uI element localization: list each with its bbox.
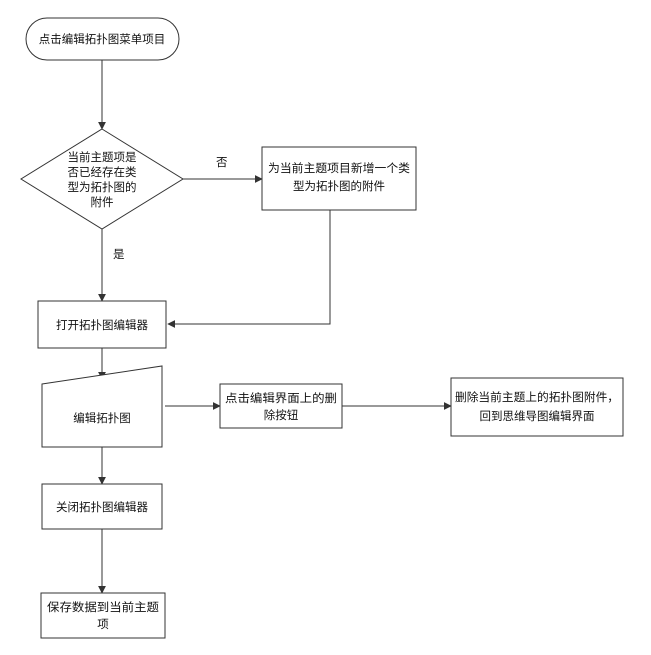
click-delete-line-2: 除按钮 xyxy=(264,408,299,422)
decision-line-1: 当前主题项是 xyxy=(68,150,137,164)
save-line-1: 保存数据到当前主题 xyxy=(47,600,160,614)
edit-node: 编辑拓扑图 xyxy=(41,365,163,448)
decision-line-4: 附件 xyxy=(91,195,114,209)
start-node-label: 点击编辑拓扑图菜单项目 xyxy=(39,32,166,46)
decision-line-2: 否已经存在类 xyxy=(68,165,137,179)
add-attachment-line-2: 型为拓扑图的附件 xyxy=(293,179,385,193)
edit-label: 编辑拓扑图 xyxy=(73,411,131,425)
decision-node: 当前主题项是 否已经存在类 型为拓扑图的 附件 xyxy=(20,128,184,230)
start-node: 点击编辑拓扑图菜单项目 xyxy=(25,17,180,61)
save-node: 保存数据到当前主题 项 xyxy=(40,592,166,639)
delete-attachment-node: 删除当前主题上的拓扑图附件， 回到思维导图编辑界面 xyxy=(450,377,624,437)
edge-label-yes: 是 xyxy=(113,247,125,261)
edge-label-no: 否 xyxy=(216,155,228,169)
add-attachment-line-1: 为当前主题项目新增一个类 xyxy=(268,161,411,175)
add-attachment-node: 为当前主题项目新增一个类 型为拓扑图的附件 xyxy=(261,146,417,211)
close-editor-label: 关闭拓扑图编辑器 xyxy=(56,500,148,514)
open-editor-node: 打开拓扑图编辑器 xyxy=(37,300,167,349)
save-line-2: 项 xyxy=(97,617,109,631)
click-delete-line-1: 点击编辑界面上的删 xyxy=(225,391,337,405)
close-editor-node: 关闭拓扑图编辑器 xyxy=(41,483,163,530)
decision-line-3: 型为拓扑图的 xyxy=(68,180,137,194)
open-editor-label: 打开拓扑图编辑器 xyxy=(56,318,148,332)
delete-attachment-line-1: 删除当前主题上的拓扑图附件， xyxy=(455,390,619,404)
delete-attachment-line-2: 回到思维导图编辑界面 xyxy=(480,409,595,423)
edge-add-to-open xyxy=(167,210,331,328)
click-delete-node: 点击编辑界面上的删 除按钮 xyxy=(219,383,343,429)
